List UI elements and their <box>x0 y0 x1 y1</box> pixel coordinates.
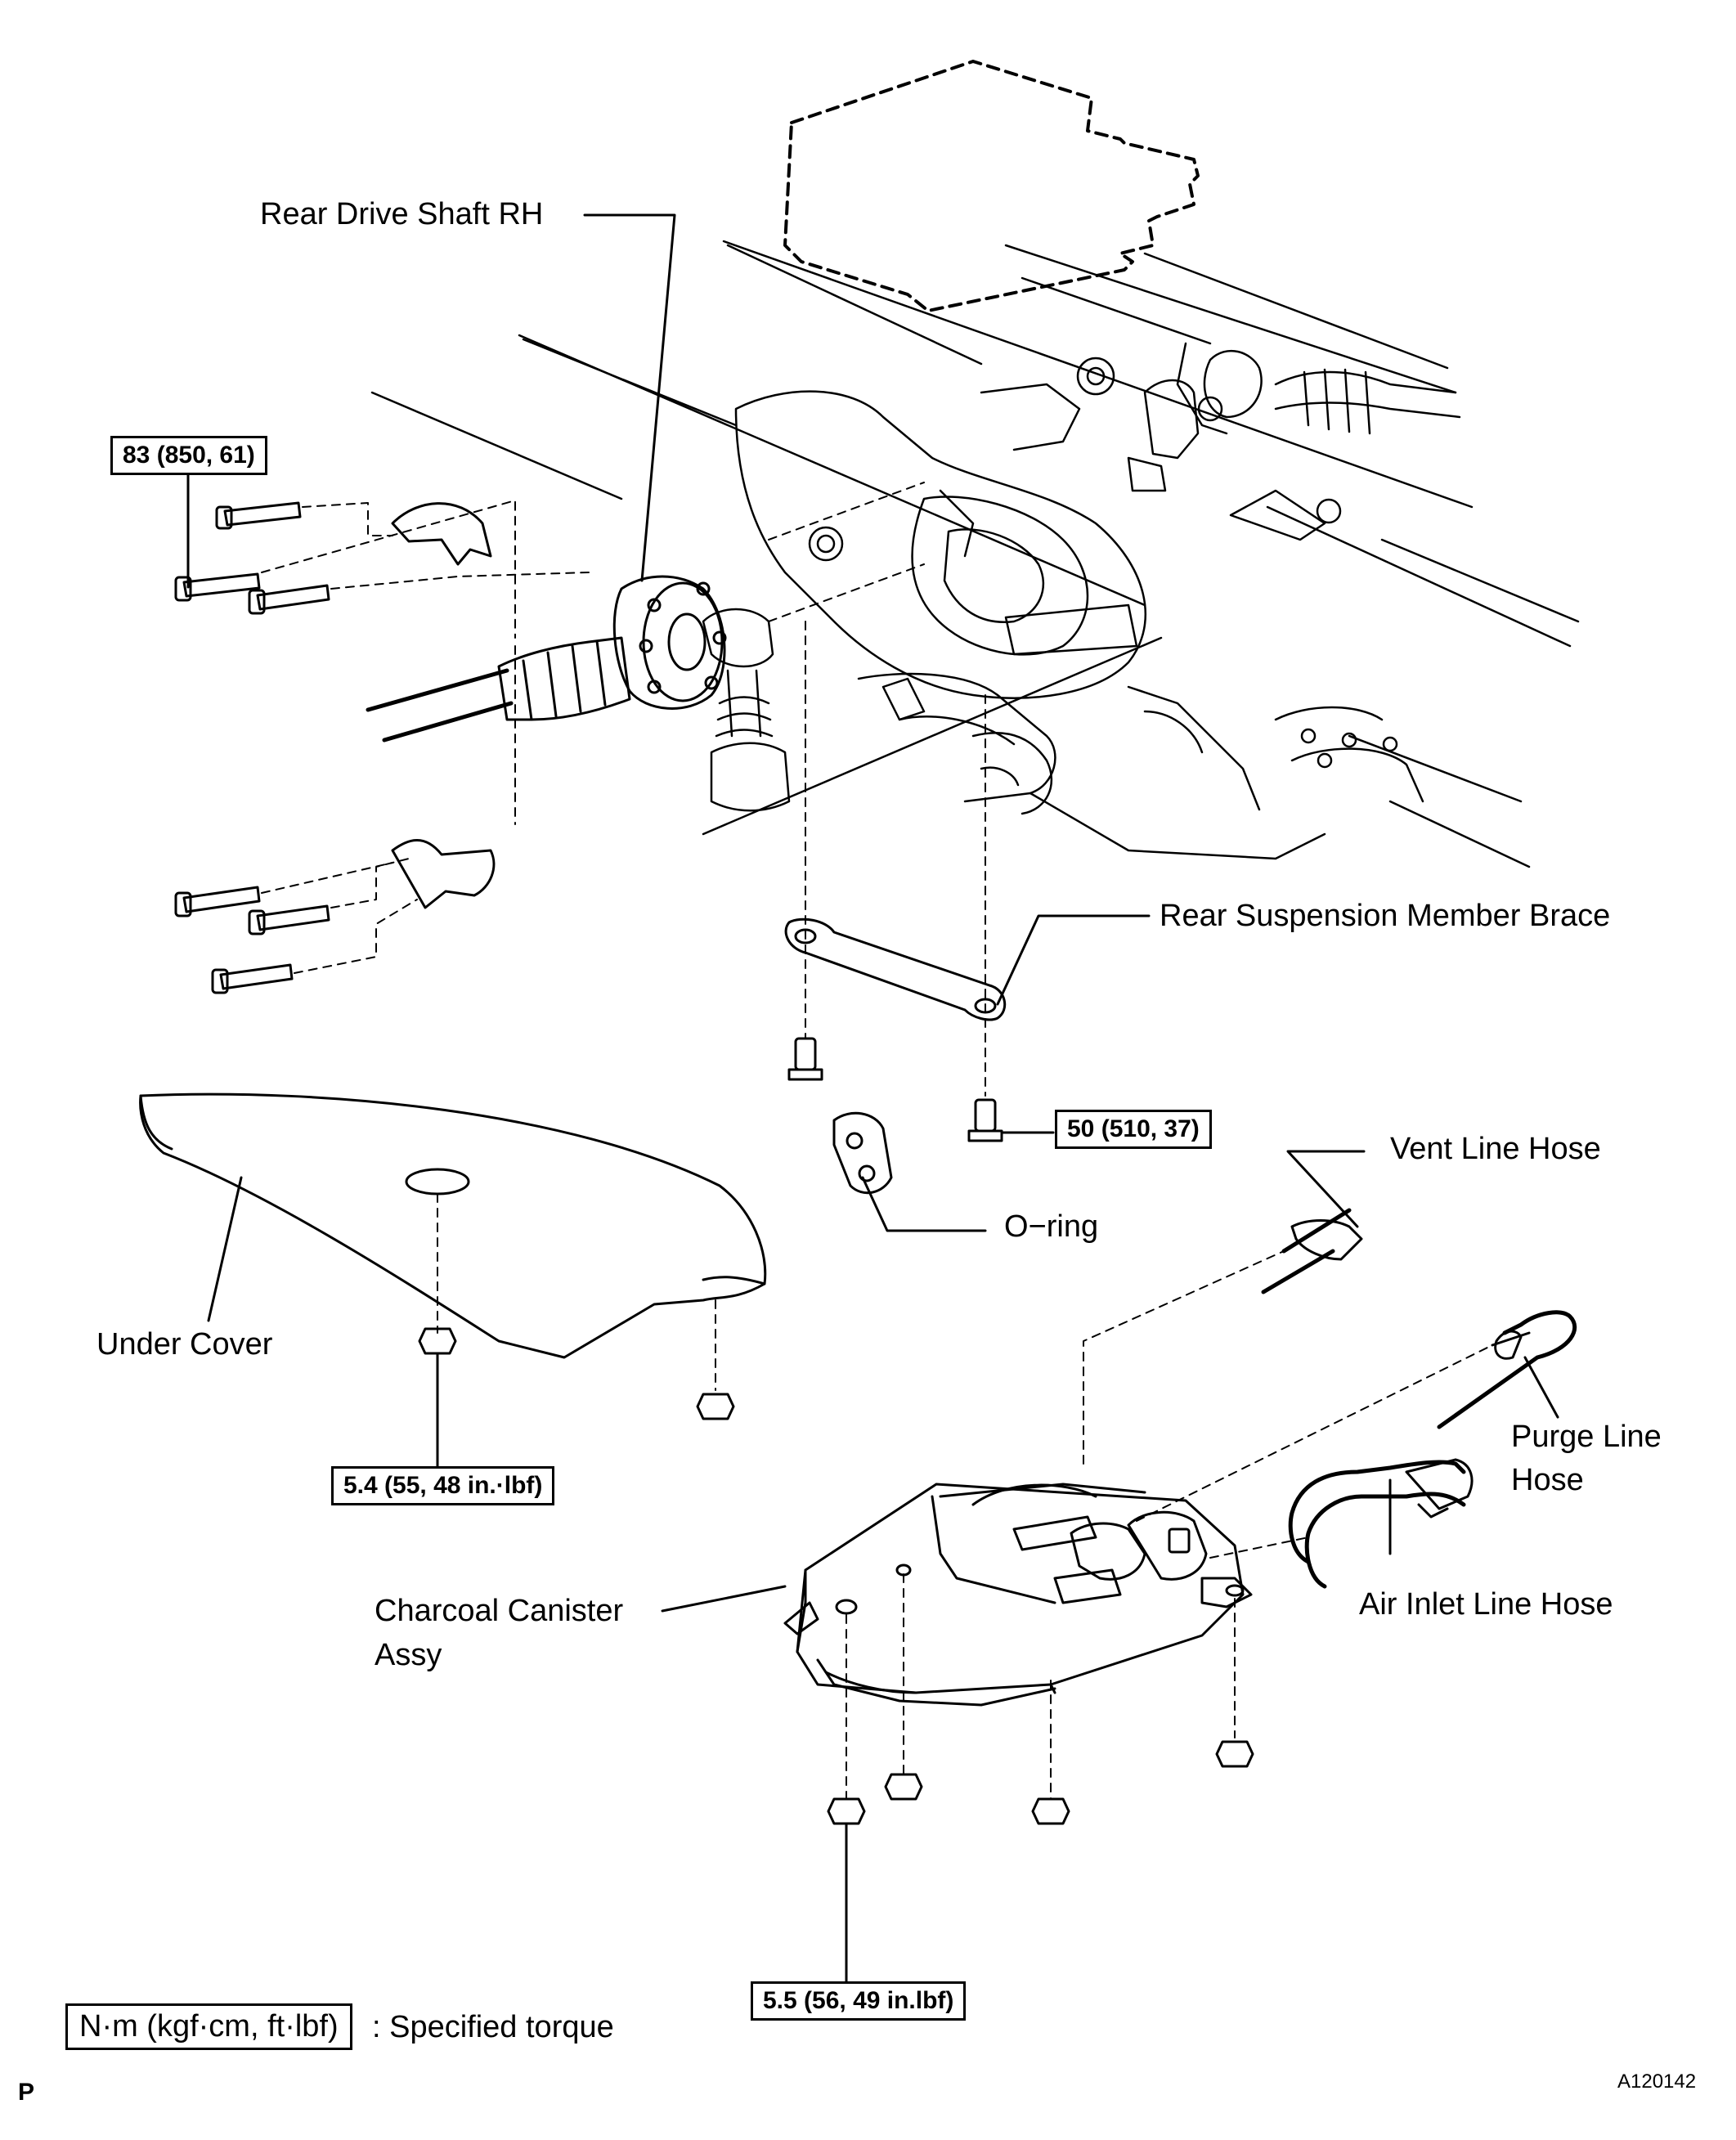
purge-line-hose <box>1437 1310 1577 1429</box>
torque-under-cover-nut: 5.4 (55, 48 in.·lbf) <box>331 1466 555 1505</box>
rear-drive-shaft-rh <box>366 575 727 742</box>
torque-brace-bolt: 50 (510, 37) <box>1055 1110 1212 1149</box>
drive-shaft-alignment-lines <box>261 482 925 974</box>
label-air-inlet-line-hose: Air Inlet Line Hose <box>1359 1587 1613 1622</box>
label-vent-line-hose: Vent Line Hose <box>1390 1132 1601 1166</box>
charcoal-canister-assy <box>783 1483 1253 1707</box>
leader-lines <box>186 213 1559 1985</box>
lower-bolt-washer <box>391 839 496 909</box>
label-purge-line-hose-line1: Purge Line <box>1511 1420 1662 1454</box>
under-cover-dashed-lines <box>437 1193 716 1391</box>
legend-specified-torque-text: : Specified torque <box>372 2010 614 2044</box>
label-rear-suspension-member-brace: Rear Suspension Member Brace <box>1160 899 1611 933</box>
rear-suspension-member-brace <box>784 917 1007 1021</box>
label-purge-line-hose-line2: Hose <box>1511 1463 1584 1497</box>
label-charcoal-canister-line1: Charcoal Canister <box>375 1594 624 1628</box>
air-inlet-line-hose <box>1288 1458 1474 1589</box>
torque-drive-shaft-bolts: 83 (850, 61) <box>110 436 267 475</box>
transmission-outline <box>783 60 1200 312</box>
canister-nuts <box>827 1740 1254 1825</box>
o-ring-gasket <box>832 1111 893 1195</box>
torque-canister-nut: 5.5 (56, 49 in.lbf) <box>751 1981 967 2021</box>
brace-dashed-lines <box>805 621 986 1097</box>
corner-mark-p: P <box>18 2079 35 2106</box>
brace-bolts <box>787 1037 1003 1142</box>
canister-dashed-lines <box>846 1250 1493 1800</box>
label-charcoal-canister-line2: Assy <box>375 1638 442 1672</box>
upper-bolt-washer <box>391 502 492 566</box>
drive-shaft-bolts-lower <box>174 886 330 994</box>
legend-torque-unit-box: N·m (kgf·cm, ft·lbf) <box>65 2003 352 2050</box>
drive-shaft-bolts-upper <box>174 501 330 615</box>
label-under-cover: Under Cover <box>96 1327 273 1362</box>
label-rear-drive-shaft-rh: Rear Drive Shaft RH <box>260 197 544 231</box>
label-o-ring: O−ring <box>1004 1209 1099 1244</box>
suspension-member-structure <box>370 240 1580 868</box>
under-cover-nuts <box>418 1327 735 1420</box>
under-cover-panel <box>139 1092 767 1359</box>
figure-id: A120142 <box>1617 2070 1697 2093</box>
vent-line-hose <box>1261 1208 1363 1294</box>
